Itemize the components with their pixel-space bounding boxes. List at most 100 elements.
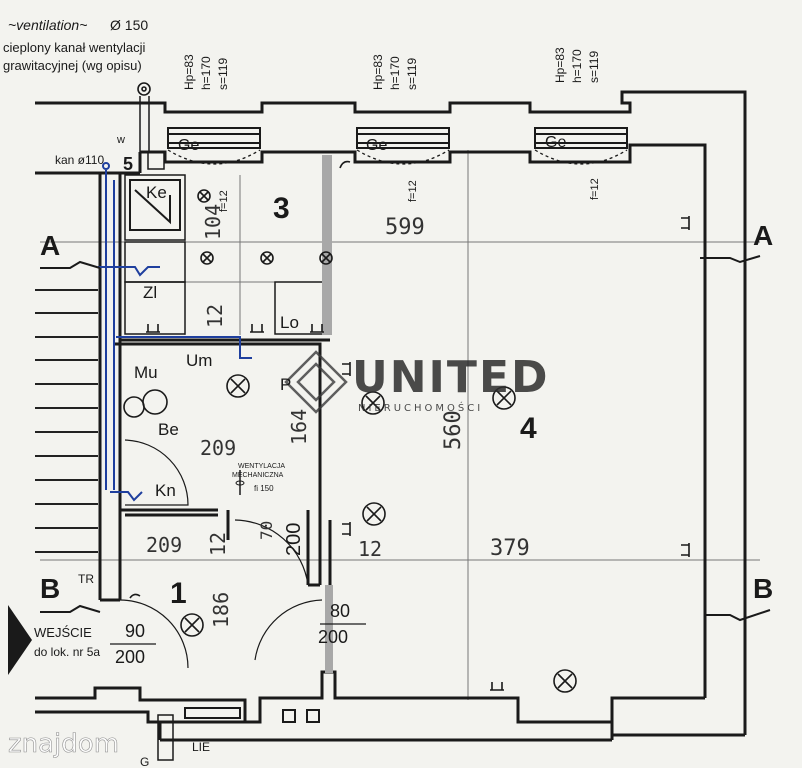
light-icon [180,613,204,637]
svg-text:200: 200 [283,523,305,556]
svg-text:200: 200 [115,647,145,667]
water-pipes [98,162,252,502]
handwritten-note: ~ventilation~ [8,17,87,33]
entrance-sub: do lok. nr 5a [34,645,100,659]
light-icon [361,391,385,415]
ventilation-duct [139,96,241,495]
svg-text:90: 90 [125,621,145,641]
window-label: Ge [366,137,387,154]
section-b-left: B [40,573,60,604]
window-label: Ge [545,134,566,151]
fixture-be: Be [158,420,179,439]
light-fixtures [123,82,577,693]
w-label: w [116,134,125,146]
g-label: G [140,755,149,768]
site-watermark: znajdom [8,729,119,759]
riser [157,714,174,761]
light-icon [260,251,274,265]
section-marks [40,255,771,622]
svg-text:379: 379 [490,536,530,561]
svg-text:h=170: h=170 [388,56,402,90]
svg-text:s=119: s=119 [216,58,230,90]
svg-text:Hp=83: Hp=83 [371,54,385,90]
svg-text:s=119: s=119 [587,51,601,83]
svg-text:80: 80 [330,601,350,621]
svg-text:209: 209 [146,533,182,557]
fixture-lo: Lo [280,313,299,332]
walls [35,90,747,742]
svg-text:h=170: h=170 [570,49,584,83]
room-number-5: 5 [123,154,133,174]
note-line1: cieplony kanał wentylacji [3,40,145,55]
svg-text:Hp=83: Hp=83 [182,54,196,90]
vent-grates [184,707,320,723]
section-a-left: A [40,230,60,261]
svg-text:h=170: h=170 [199,56,213,90]
light-icon [362,502,386,526]
room-number-3: 3 [273,192,290,225]
kan-label: kan ø110 [55,153,104,167]
svg-text:s=119: s=119 [405,58,419,90]
socket-symbols [129,160,690,691]
svg-text:f=12: f=12 [218,190,230,212]
svg-text:f=12: f=12 [589,178,601,200]
stairs [35,289,98,553]
svg-text:fi 150: fi 150 [254,484,274,493]
svg-text:12: 12 [358,537,382,561]
svg-text:12: 12 [206,532,230,556]
svg-text:Hp=83: Hp=83 [553,47,567,83]
door-swings [119,439,323,669]
svg-text:MECHANICZNA: MECHANICZNA [232,472,284,479]
svg-text:599: 599 [385,215,425,240]
note-line2: grawitacyjnej (wg opisu) [3,58,142,73]
watermark-sub: NIERUCHOMOŚCI [358,401,483,414]
ventilation-note: WENTYLACJA MECHANICZNA fi 150 [232,463,285,493]
notes: ~ventilation~ Ø 150 cieplony kanał wenty… [3,17,148,167]
light-icon [200,251,214,265]
svg-text:209: 209 [200,436,236,460]
grey-partition-lower [325,585,333,673]
svg-text:186: 186 [209,592,233,628]
section-b-right: B [753,573,773,604]
entrance-label: WEJŚCIE [34,625,92,640]
fixture-p: P [280,375,291,394]
window-specs-1: s=119 h=170 Hp=83 Ge f=12 [178,54,230,212]
fan-icon [123,389,168,418]
svg-text:12: 12 [203,304,227,328]
fixture-um: Um [186,351,212,370]
fixture-zl: Zl [143,283,157,302]
light-icon [492,386,516,410]
window-specs-2: s=119 h=170 Hp=83 Ge f=12 [366,54,419,202]
tr-label: TR [78,572,94,586]
room-number-1: 1 [170,577,187,610]
fixture-kn: Kn [155,481,176,500]
svg-text:70: 70 [257,521,276,540]
cooker-icon [129,179,181,231]
fixture-mu: Mu [134,363,158,382]
svg-text:WENTYLACJA: WENTYLACJA [238,463,285,470]
light-icon [197,189,211,203]
light-icon [319,251,333,265]
watermark-logo-icon [284,350,348,414]
svg-text:200: 200 [318,627,348,647]
svg-text:560: 560 [441,410,466,450]
light-icon [226,374,250,398]
watermark-brand: UNITED [352,352,550,403]
window-label: Ge [178,137,199,154]
entrance-arrow [8,605,32,675]
vent-icon [137,82,151,96]
section-a-right: A [753,220,773,251]
window-bays [167,127,628,165]
svg-text:164: 164 [287,409,311,445]
lie-label: LIE [192,740,210,754]
room-number-4: 4 [520,412,537,445]
svg-text:104: 104 [201,204,225,240]
window-specs-3: s=119 h=170 Hp=83 Ge f=12 [545,47,601,200]
fixture-ke: Ke [146,183,167,202]
dimensions: 599 104 12 209 164 209 12 70 200 12 379 … [110,204,530,667]
diameter-note: Ø 150 [110,17,148,33]
grey-partition [322,155,332,335]
light-icon [553,669,577,693]
svg-text:f=12: f=12 [407,180,419,202]
